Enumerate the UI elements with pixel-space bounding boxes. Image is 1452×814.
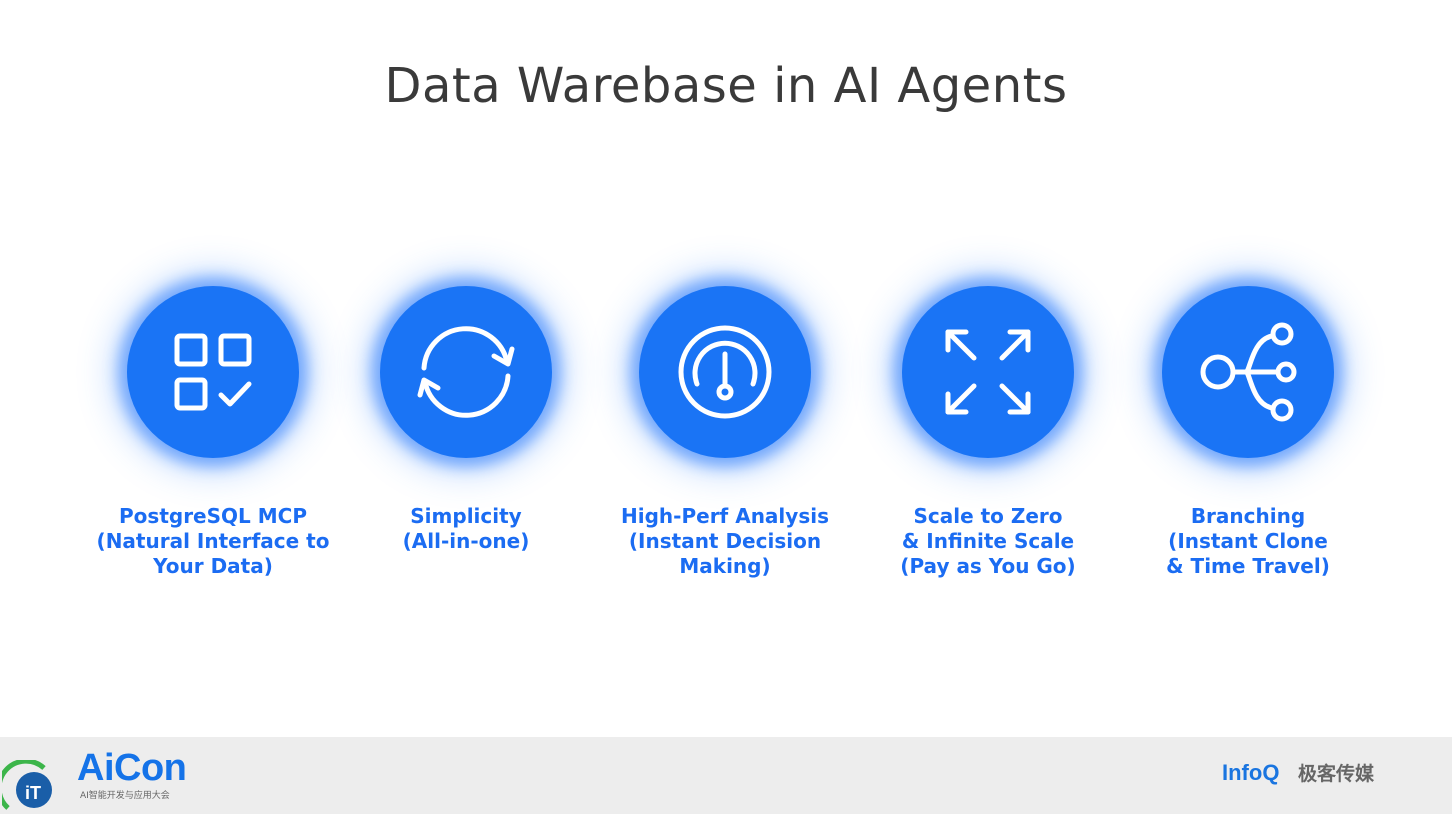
feature-label: Simplicity (All-in-one) bbox=[402, 504, 530, 553]
feature-label: Branching (Instant Clone & Time Travel) bbox=[1166, 504, 1330, 578]
aicon-subtitle: AI智能开发与应用大会 bbox=[80, 791, 170, 801]
feature-circle bbox=[380, 286, 552, 458]
infoq-cn-name: 极客传媒 bbox=[1298, 763, 1375, 785]
footer-bar bbox=[0, 737, 1452, 814]
grid-check-icon bbox=[174, 333, 252, 411]
svg-text:iT: iT bbox=[25, 783, 41, 803]
feature-circle bbox=[902, 286, 1074, 458]
feature-circle bbox=[127, 286, 299, 458]
branch-icon bbox=[1200, 322, 1297, 422]
slide-title: Data Warebase in AI Agents bbox=[384, 58, 1068, 114]
feature-circle bbox=[639, 286, 811, 458]
refresh-icon bbox=[417, 326, 515, 418]
feature-label: PostgreSQL MCP (Natural Interface to You… bbox=[96, 504, 330, 578]
ithome-logo: iT bbox=[2, 760, 52, 810]
feature-branching: Branching (Instant Clone & Time Travel) bbox=[1118, 280, 1378, 579]
feature-label: High-Perf Analysis (Instant Decision Mak… bbox=[621, 504, 829, 578]
infoq-logo: InfoQ bbox=[1222, 760, 1280, 785]
feature-high-perf-analysis: High-Perf Analysis (Instant Decision Mak… bbox=[595, 280, 855, 579]
feature-circle bbox=[1162, 286, 1334, 458]
feature-label: Scale to Zero & Infinite Scale (Pay as Y… bbox=[900, 504, 1076, 578]
expand-arrows-icon bbox=[945, 329, 1031, 415]
gauge-icon bbox=[678, 325, 772, 419]
feature-postgresql-mcp: PostgreSQL MCP (Natural Interface to You… bbox=[83, 280, 343, 579]
feature-simplicity: Simplicity (All-in-one) bbox=[336, 280, 596, 554]
feature-scale-to-zero: Scale to Zero & Infinite Scale (Pay as Y… bbox=[858, 280, 1118, 579]
aicon-logo: AiCon bbox=[77, 747, 187, 789]
